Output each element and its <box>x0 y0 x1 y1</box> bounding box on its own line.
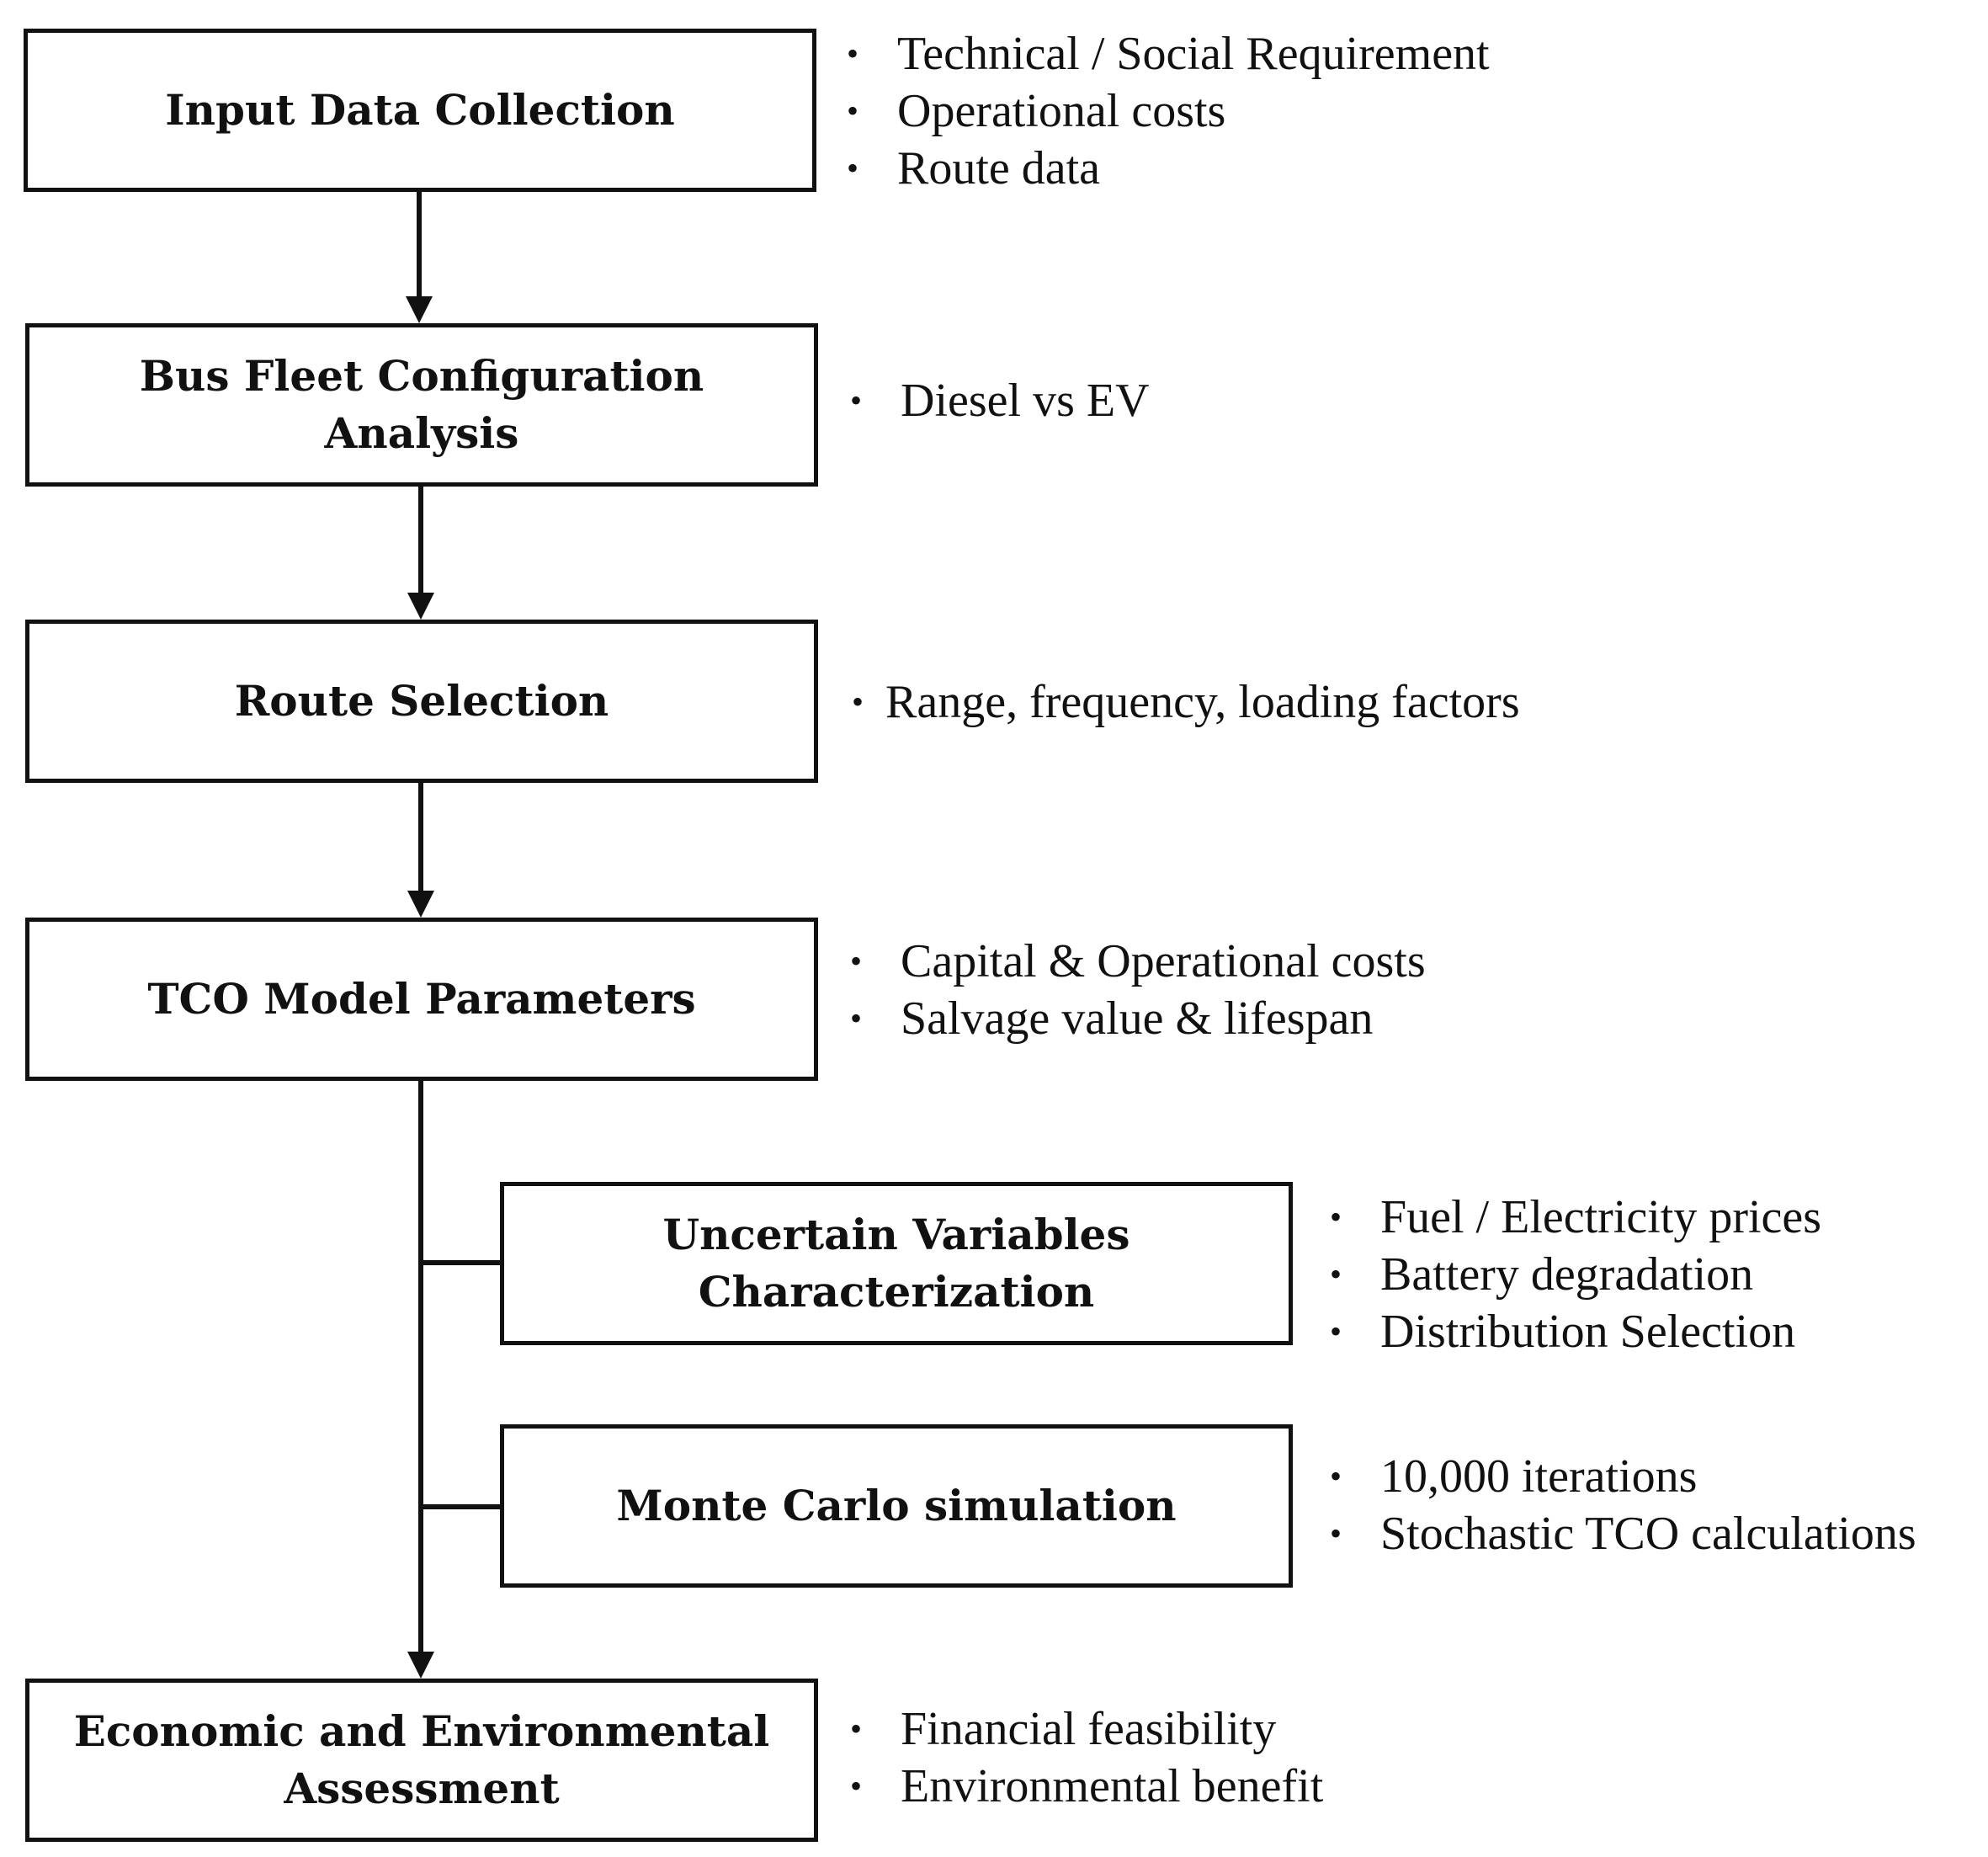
step-notes-input-data-collection: Technical / Social Requirement Operation… <box>847 25 1490 197</box>
step-title: Monte Carlo simulation <box>616 1481 1177 1530</box>
note-item: Fuel / Electricity prices <box>1330 1189 1821 1246</box>
step-box-monte-carlo-simulation: Monte Carlo simulation <box>500 1424 1293 1588</box>
step-title: Input Data Collection <box>165 85 675 135</box>
note-item: Technical / Social Requirement <box>847 25 1490 82</box>
arrowhead-tco <box>407 891 434 918</box>
note-item: Diesel vs EV <box>850 372 1150 429</box>
step-notes-bus-fleet-configuration: Diesel vs EV <box>850 372 1150 429</box>
arrowhead-fleet <box>406 296 433 323</box>
step-box-input-data-collection: Input Data Collection <box>24 29 816 192</box>
step-box-tco-model-parameters: TCO Model Parameters <box>25 918 818 1081</box>
step-title: Economic and Environmental Assessment <box>73 1706 770 1813</box>
step-title: TCO Model Parameters <box>147 974 696 1024</box>
note-item: Stochastic TCO calculations <box>1330 1505 1916 1562</box>
arrowhead-route <box>407 593 434 620</box>
note-item: Environmental benefit <box>850 1758 1323 1815</box>
note-item: 10,000 iterations <box>1330 1448 1916 1505</box>
arrowhead-assessment <box>407 1652 434 1679</box>
step-notes-tco-model-parameters: Capital & Operational costs Salvage valu… <box>850 933 1426 1047</box>
note-item: Salvage value & lifespan <box>850 990 1426 1047</box>
note-item: Range, frequency, loading factors <box>852 673 1520 731</box>
step-box-bus-fleet-configuration: Bus Fleet Configuration Analysis <box>25 323 818 487</box>
step-notes-economic-environmental-assessment: Financial feasibility Environmental bene… <box>850 1700 1323 1815</box>
step-box-route-selection: Route Selection <box>25 620 818 783</box>
note-item: Financial feasibility <box>850 1700 1323 1758</box>
step-box-uncertain-variables: Uncertain Variables Characterization <box>500 1182 1293 1345</box>
note-item: Distribution Selection <box>1330 1303 1821 1360</box>
note-item: Operational costs <box>847 82 1490 140</box>
note-item: Route data <box>847 140 1490 197</box>
step-notes-uncertain-variables: Fuel / Electricity prices Battery degrad… <box>1330 1189 1821 1360</box>
step-title: Bus Fleet Configuration Analysis <box>139 351 704 458</box>
step-notes-monte-carlo-simulation: 10,000 iterations Stochastic TCO calcula… <box>1330 1448 1916 1562</box>
note-item: Battery degradation <box>1330 1246 1821 1303</box>
step-title: Uncertain Variables Characterization <box>662 1210 1130 1317</box>
step-title: Route Selection <box>234 676 609 726</box>
step-box-economic-environmental-assessment: Economic and Environmental Assessment <box>25 1679 818 1842</box>
note-item: Capital & Operational costs <box>850 933 1426 990</box>
step-notes-route-selection: Range, frequency, loading factors <box>852 673 1520 731</box>
